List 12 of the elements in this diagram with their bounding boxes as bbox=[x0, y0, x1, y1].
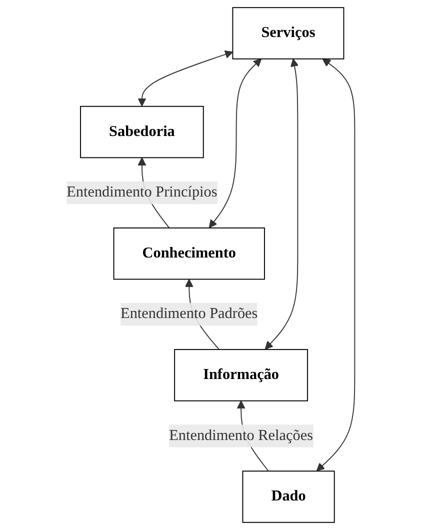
node-box: Informação bbox=[174, 349, 308, 402]
edge-label: Entendimento Padrões bbox=[120, 306, 258, 322]
arrow bbox=[138, 50, 234, 106]
node-box: Serviços bbox=[232, 7, 345, 60]
node-box: Conhecimento bbox=[114, 227, 266, 280]
arrow bbox=[265, 58, 300, 350]
node-box: Sabedoria bbox=[80, 106, 204, 158]
edge-label: Entendimento Princípios bbox=[66, 184, 218, 200]
node-box: Dado bbox=[242, 470, 336, 523]
arrow bbox=[209, 58, 262, 228]
edge-label: Entendimento Relações bbox=[169, 427, 314, 444]
arrow bbox=[316, 58, 356, 472]
